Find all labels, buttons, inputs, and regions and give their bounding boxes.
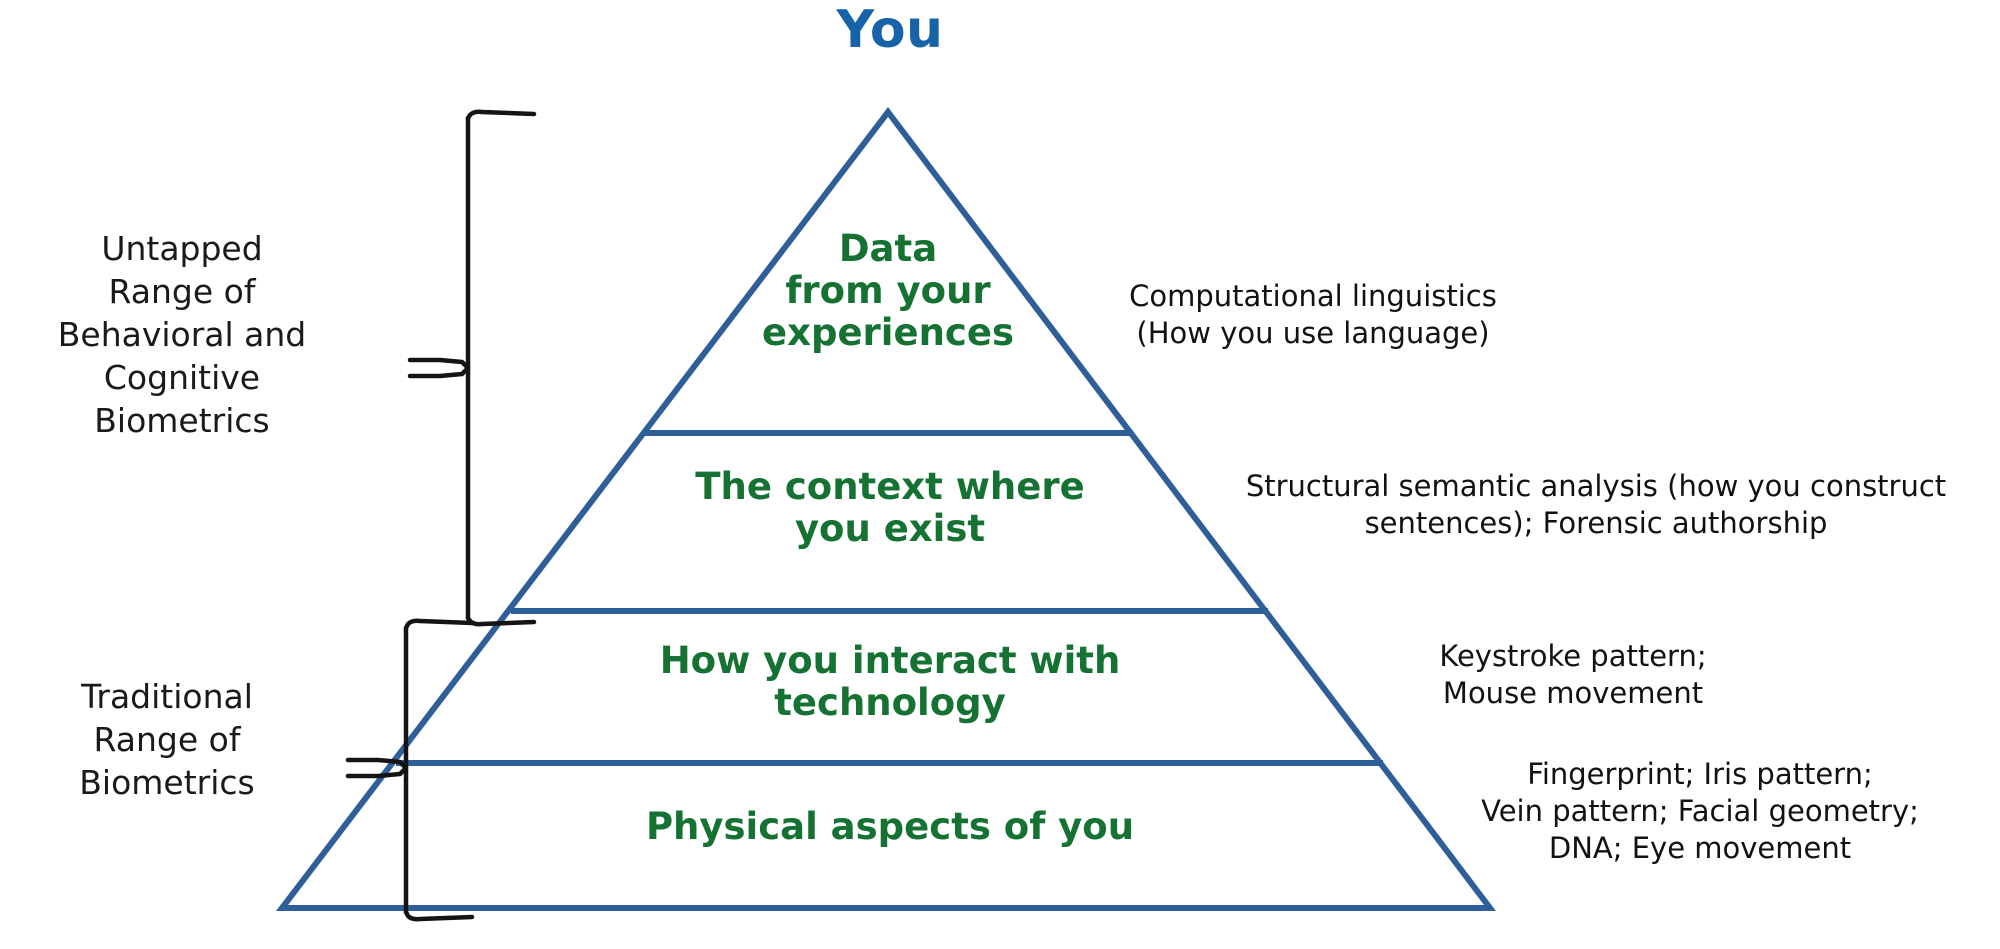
pyramid-tier-label-physical: Physical aspects of you bbox=[500, 805, 1280, 848]
pyramid-tier-label-context: The context where you exist bbox=[600, 465, 1180, 551]
annotation-experiences: Computational linguistics (How you use l… bbox=[1078, 278, 1548, 352]
annotation-line: Vein pattern; Facial geometry; bbox=[1481, 794, 1919, 829]
annotation-line: (How you use language) bbox=[1136, 316, 1490, 351]
annotation-line: sentences); Forensic authorship bbox=[1364, 506, 1828, 541]
annotation-line: Mouse movement bbox=[1442, 676, 1704, 711]
page-title: You bbox=[836, 0, 944, 60]
tier-label-line: Physical aspects of you bbox=[645, 805, 1135, 848]
annotation-line: Computational linguistics bbox=[1129, 279, 1497, 313]
tier-label-line: Data bbox=[838, 227, 938, 270]
bracket-label-traditional: Traditional Range of Biometrics bbox=[2, 676, 332, 805]
bracket-traditional bbox=[345, 618, 475, 922]
annotation-line: Keystroke pattern; bbox=[1439, 639, 1707, 673]
bracket-label-line: Range of bbox=[93, 719, 241, 759]
bracket-label-untapped: Untapped Range of Behavioral and Cogniti… bbox=[12, 228, 352, 442]
tier-label-line: technology bbox=[774, 681, 1006, 725]
tier-label-line: you exist bbox=[794, 507, 986, 551]
tier-label-line: How you interact with bbox=[659, 639, 1121, 682]
tier-label-line: experiences bbox=[762, 311, 1014, 355]
bracket-label-line: Cognitive bbox=[103, 357, 261, 397]
bracket-untapped bbox=[407, 109, 537, 627]
pyramid-outline bbox=[275, 107, 1497, 911]
pyramid-tier-label-technology: How you interact with technology bbox=[540, 639, 1240, 725]
bracket-label-line: Biometrics bbox=[94, 400, 270, 440]
annotation-context: Structural semantic analysis (how you co… bbox=[1196, 468, 1996, 542]
bracket-label-line: Biometrics bbox=[79, 762, 255, 802]
annotation-line: DNA; Eye movement bbox=[1548, 831, 1852, 866]
annotation-line: Fingerprint; Iris pattern; bbox=[1527, 757, 1873, 791]
bracket-label-line: Untapped bbox=[101, 229, 263, 268]
annotation-line: Structural semantic analysis (how you co… bbox=[1245, 469, 1947, 503]
bracket-label-line: Range of bbox=[108, 271, 256, 311]
pyramid-dividers bbox=[396, 430, 1383, 766]
pyramid-tier-label-experiences: Data from your experiences bbox=[688, 227, 1088, 355]
bracket-label-line: Behavioral and bbox=[57, 314, 307, 354]
tier-label-line: from your bbox=[785, 269, 991, 313]
tier-label-line: The context where bbox=[695, 465, 1085, 508]
annotation-technology: Keystroke pattern; Mouse movement bbox=[1348, 638, 1798, 712]
annotation-physical: Fingerprint; Iris pattern; Vein pattern;… bbox=[1420, 756, 1980, 867]
bracket-label-line: Traditional bbox=[81, 677, 253, 716]
pyramid-triangle bbox=[275, 107, 1497, 911]
